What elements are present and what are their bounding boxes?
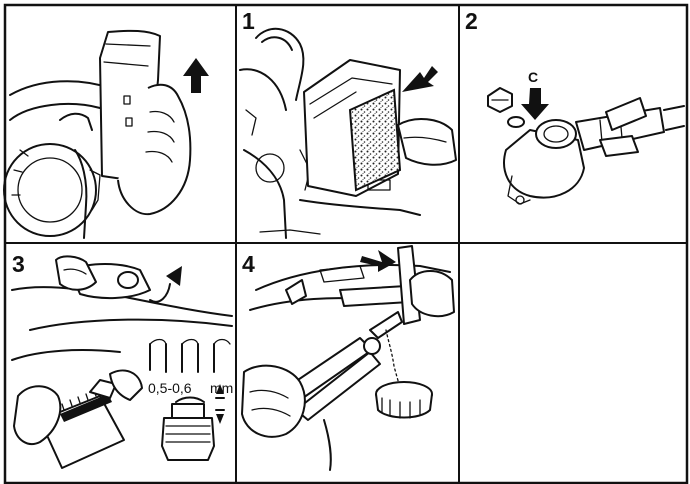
gap-unit-label: mm	[210, 380, 233, 396]
pointer-arrow-icon	[521, 88, 549, 120]
step-number: 3	[12, 251, 25, 277]
panel-remove-filter: 1	[239, 8, 457, 239]
pointer-arrow-icon	[360, 250, 396, 272]
pointer-arrow-icon	[402, 66, 438, 92]
step-number: 2	[465, 8, 478, 34]
up-arrow-icon	[183, 58, 209, 93]
panel-fuel-filter: 4	[241, 245, 455, 471]
gap-value-label: 0,5-0,6	[148, 380, 192, 396]
curved-arrow-icon	[166, 266, 182, 286]
step-number: 1	[242, 8, 255, 34]
panel-grid	[3, 3, 689, 484]
panel-remove-cover	[3, 29, 209, 239]
step-number: 4	[242, 251, 255, 277]
panel-gear-head: C 2	[465, 8, 685, 205]
panel-spark-plug: 0,5-0,6 mm 3	[11, 251, 233, 469]
callout-label: C	[528, 69, 538, 85]
